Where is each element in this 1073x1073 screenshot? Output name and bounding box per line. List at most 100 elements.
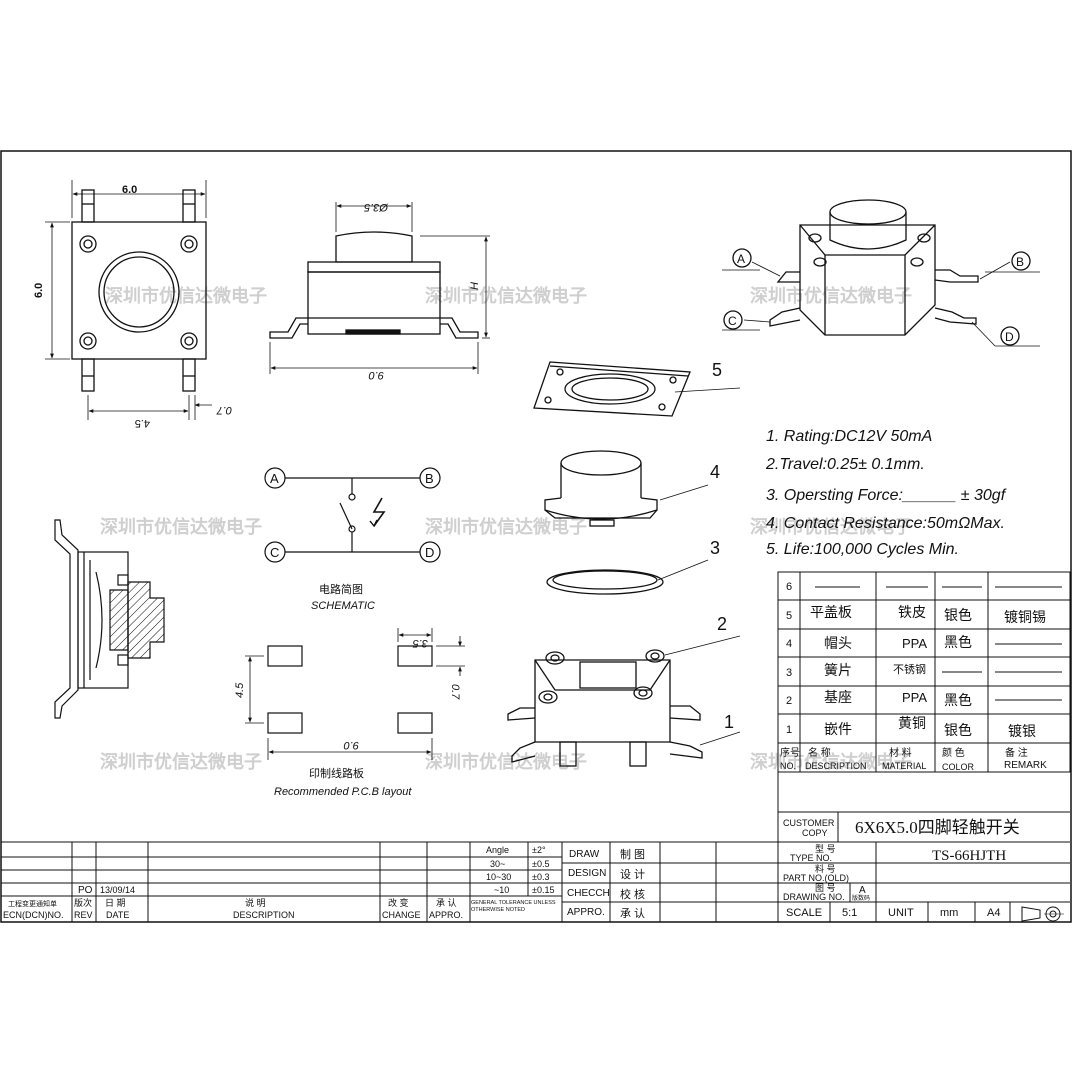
drawing-label-cn: 图 号 (815, 883, 836, 893)
side-height-label: H (469, 282, 481, 290)
bom-material: 黄铜 (898, 715, 926, 731)
paper-size: A4 (987, 907, 1000, 919)
part-label-en: PART NO.(OLD) (783, 873, 849, 883)
top-pin-label: 0.7 (216, 404, 232, 416)
tol-row-label: Angle (486, 845, 509, 855)
drawing-label-en: DRAWING NO. (783, 892, 845, 902)
approval-en: DRAW (569, 849, 600, 860)
desc-label-en: DESCRIPTION (233, 910, 295, 920)
bom-no: 2 (786, 695, 792, 707)
bom-header-material-en: MATERIAL (882, 761, 926, 771)
iso-pin-d: D (1005, 330, 1014, 344)
watermark-text: 深圳市优信达微电子 (425, 285, 587, 307)
bom-rows: 6 5 平盖板 铁皮 银色 镀铜锡 4 帽头 PPA 黑色 3 簧片 不锈钢 2… (780, 581, 1047, 772)
part-4-number: 4 (710, 462, 720, 482)
bom-header-remark-cn: 备 注 (1005, 746, 1028, 759)
part-1-number: 1 (724, 712, 734, 732)
customer-label: CUSTOMER (783, 818, 835, 828)
top-width-label: 6.0 (122, 184, 137, 196)
unit-label: UNIT (888, 907, 914, 919)
tolerance-note-box: GENERAL TOLERANCE UNLESS OTHERWISE NOTED (471, 900, 556, 913)
watermark-text: 深圳市优信达微电子 (105, 285, 267, 307)
unit-value: mm (940, 907, 958, 919)
bom-header-no-cn: 序号 (780, 746, 800, 759)
bom-color: 黑色 (944, 692, 972, 708)
change-label-cn: 改 变 (388, 897, 409, 908)
watermark-text: 深圳市优信达微电子 (100, 751, 262, 773)
isometric-view (722, 199, 1040, 347)
rev-label-cn: 版次 (74, 897, 92, 908)
spec-resistance: 4. Contact Resistance:50mΩMax. (766, 515, 1005, 532)
bom-no: 1 (786, 724, 792, 736)
side-dia-label: Ø3.5 (363, 201, 389, 213)
pcb-title-en: Recommended P.C.B layout (274, 786, 412, 798)
watermark-text: 深圳市优信达微电子 (425, 516, 587, 538)
pcb-padh-label: 0.7 (449, 684, 461, 700)
spec-force: 3. Opersting Force:______ ± 30gf (766, 487, 1007, 504)
watermark-text: 深圳市优信达微电子 (750, 516, 912, 538)
type-label-en: TYPE NO. (790, 853, 832, 863)
revision-text: PO 13/09/14 工程变更通知单 ECN(DCN)NO. 版次 REV 日… (3, 845, 645, 920)
rev-small-label: 版数码 (852, 894, 870, 902)
watermark-text: 深圳市优信达微电子 (100, 516, 262, 538)
watermark-text: 深圳市优信达微电子 (425, 751, 587, 773)
iso-pin-c: C (728, 314, 737, 328)
spec-rating: 1. Rating:DC12V 50mA (766, 428, 932, 445)
product-title: 6X6X5.0四脚轻触开关 (855, 818, 1020, 837)
date-label-en: DATE (106, 910, 129, 920)
spec-life: 5. Life:100,000 Cycles Min. (766, 541, 959, 558)
part-label-cn: 料 号 (815, 863, 836, 874)
approval-cn: 设 计 (620, 868, 645, 881)
approval-cn: 承 认 (620, 907, 645, 920)
sheet-border (0, 150, 1072, 923)
part-5-cover-plate (533, 361, 741, 417)
pcb-layout (245, 628, 465, 760)
copy-label: COPY (802, 828, 828, 838)
schematic-title-cn: 电路简图 (319, 582, 363, 596)
tol-row-label: 30~ (490, 859, 505, 869)
bom-no: 5 (786, 610, 792, 622)
bom-name: 簧片 (824, 662, 852, 678)
top-height-label: 6.0 (33, 283, 45, 298)
approval-cn: 校 核 (620, 887, 645, 901)
pcb-pad-label: 3.5 (412, 637, 428, 649)
schem-pin-a: A (270, 471, 279, 486)
part-4-cap (544, 450, 709, 527)
tol-row-value: ±0.5 (532, 859, 549, 869)
tol-row-label: ~10 (494, 885, 509, 895)
approval-en: DESIGN (568, 868, 606, 879)
title-block-text: CUSTOMER COPY 6X6X5.0四脚轻触开关 型 号 TYPE NO.… (783, 818, 1020, 919)
part-3-number: 3 (710, 538, 720, 558)
bom-table (777, 571, 1071, 773)
spec-list: 1. Rating:DC12V 50mA 2.Travel:0.25± 0.1m… (765, 428, 1007, 558)
change-label-en: CHANGE (382, 910, 421, 920)
approval-cn: 制 图 (620, 848, 645, 861)
appro-label-cn: 承 认 (436, 897, 457, 908)
date-label-cn: 日 期 (105, 898, 126, 908)
part-2-number: 2 (717, 614, 727, 634)
desc-label-cn: 说 明 (245, 897, 266, 908)
bom-no: 6 (786, 581, 792, 593)
bom-no: 3 (786, 667, 792, 679)
drawing-rev: A (859, 885, 866, 896)
bom-name: 帽头 (824, 635, 852, 651)
bom-header-material-cn: 材 料 (889, 746, 912, 759)
watermark-text: 深圳市优信达微电子 (750, 751, 912, 773)
approval-en: APPRO. (567, 907, 605, 918)
approval-en: CHECCH (567, 888, 610, 899)
bom-material: 不锈钢 (893, 663, 926, 676)
appro-label-en: APPRO. (429, 910, 463, 920)
bom-material: 铁皮 (898, 604, 926, 620)
bom-color: 银色 (944, 607, 972, 623)
rev-label-en: REV (74, 910, 93, 920)
part-2-base (507, 635, 741, 767)
ecn-label-cn: 工程变更通知单 (8, 899, 57, 908)
bom-material: PPA (902, 636, 927, 651)
part-5-number: 5 (712, 360, 722, 380)
schem-pin-c: C (270, 545, 279, 560)
tol-row-label: 10~30 (486, 872, 511, 882)
part-3-dome (546, 559, 709, 595)
watermarks: 深圳市优信达微电子 深圳市优信达微电子 深圳市优信达微电子 深圳市优信达微电子 … (100, 285, 912, 773)
bom-header-name-en: DESCRIPTION (805, 761, 867, 771)
